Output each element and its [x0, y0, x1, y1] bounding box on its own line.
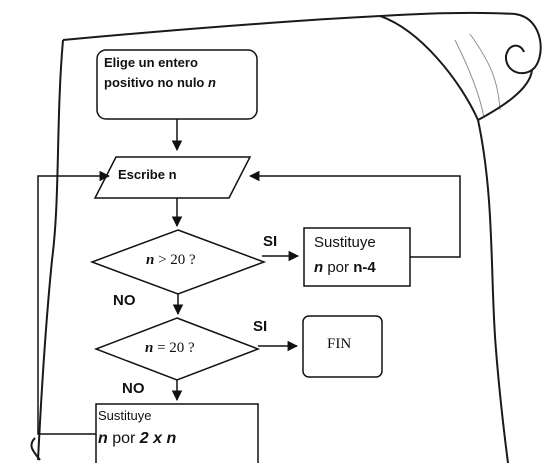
double-mid: por: [107, 430, 140, 447]
branch-no-2: NO: [122, 380, 145, 397]
start-text-line1: Elige un entero: [104, 55, 198, 70]
write-box: [93, 156, 252, 199]
end-text: FIN: [327, 336, 352, 352]
scroll-outline: [30, 11, 542, 463]
double-text-line2: n por 2 x n: [98, 430, 176, 448]
branch-no-1: NO: [113, 292, 136, 309]
subtract-mid: por: [323, 259, 354, 276]
branch-yes-2: SI: [253, 318, 268, 335]
double-expr: 2 x n: [139, 430, 177, 447]
subtract-text-line1: Sustituye: [314, 234, 376, 251]
subtract-text-line2: n por n-4: [314, 259, 376, 276]
arrow-double-loop: [37, 170, 111, 435]
decision1-text: n > 20 ?: [146, 252, 196, 269]
arrow-subtract-loop: [248, 170, 461, 258]
decision2-condition: = 20 ?: [153, 340, 195, 356]
decision1-var: n: [146, 252, 155, 268]
decision2-text: n = 20 ?: [145, 340, 195, 357]
decision1-condition: > 20 ?: [154, 252, 196, 268]
branch-yes-1: SI: [263, 233, 278, 250]
scroll-shading: [454, 33, 501, 119]
start-text-var: n: [208, 75, 216, 90]
subtract-box: [303, 227, 411, 287]
start-text-prefix: positivo no nulo: [104, 75, 208, 90]
start-text-line2: positivo no nulo n: [104, 75, 216, 90]
decision2-var: n: [145, 340, 154, 356]
double-text-line1: Sustituye: [98, 408, 152, 423]
subtract-expr: n-4: [353, 259, 376, 276]
end-box: [302, 315, 383, 378]
write-text: Escribe n: [118, 167, 177, 182]
subtract-var: n: [314, 259, 324, 276]
double-var: n: [98, 430, 108, 447]
